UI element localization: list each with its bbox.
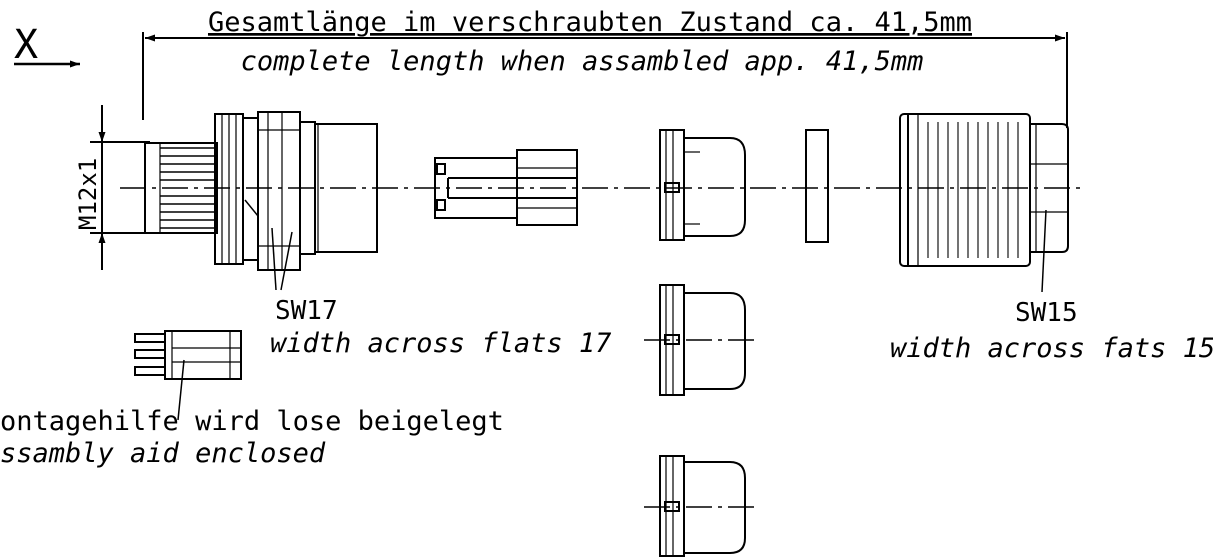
washer [805,129,829,243]
assembly-aid-indicator [177,359,185,421]
sw15-desc: width across fats 15 [890,333,1213,364]
cap-nut [899,113,1069,267]
view-marker-letter: X [14,22,38,68]
sw15-indicator [1041,209,1047,293]
sw17-indicator [244,199,293,291]
seal-insert-2 [644,284,760,396]
length-label-en: complete length when assambled app. 41,5… [241,46,924,77]
seal-insert-3 [644,455,760,557]
sw17-label: SW17 [275,296,338,326]
aid-label-de: ontagehilfe wird lose beigelegt [0,406,504,437]
sw17-desc: width across flats 17 [270,328,611,359]
thread-dimension [90,105,150,270]
view-marker: X [14,22,80,68]
thread-label: M12x1 [74,158,102,230]
connector-body [144,111,378,271]
contact-insert [434,149,578,226]
sw15-label: SW15 [1015,298,1078,328]
aid-label-en: ssambly aid enclosed [0,438,326,469]
seal-insert-1 [659,129,746,241]
assembly-aid [134,330,242,380]
length-label-de: Gesamtlänge im verschraubten Zustand ca.… [208,7,972,38]
overall-length-dimension [142,32,1068,128]
